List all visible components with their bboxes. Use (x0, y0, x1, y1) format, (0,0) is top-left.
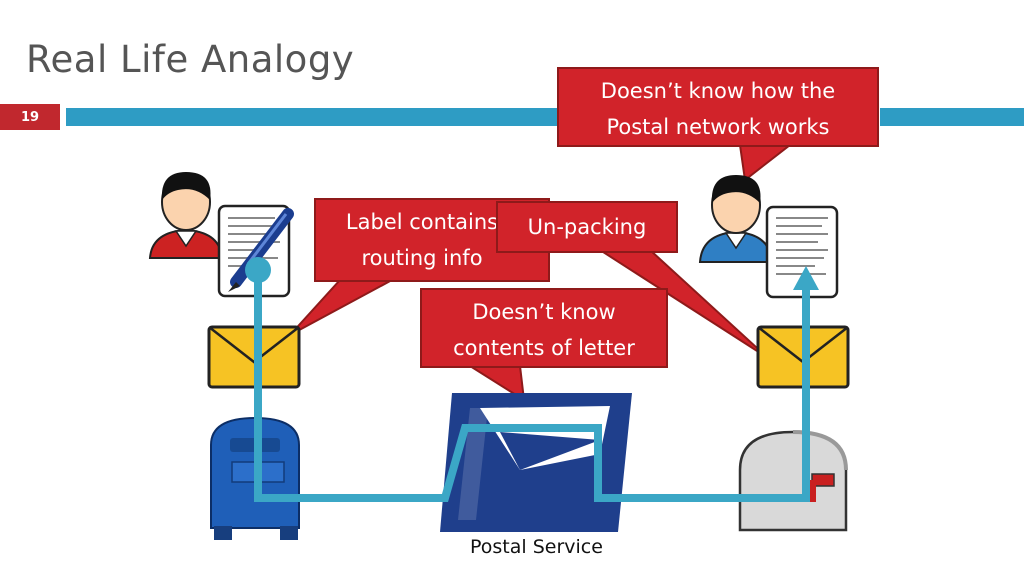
title-divider-bar-left (66, 108, 558, 126)
network-callout-line2: Postal network works (606, 115, 830, 139)
message-path-line (254, 270, 810, 502)
label-callout-tail (289, 279, 393, 336)
pen-icon (228, 208, 294, 292)
grey-mailbox-icon (738, 430, 848, 532)
label-callout-line1: Label contains (345, 210, 499, 234)
network-callout: Doesn’t know how the Postal network work… (557, 67, 879, 147)
slide-title: Real Life Analogy (26, 38, 355, 81)
contents-callout: Doesn’t know contents of letter (420, 288, 668, 368)
path-start-dot (245, 257, 271, 283)
contents-callout-line2: contents of letter (453, 336, 635, 360)
postal-service-caption: Postal Service (470, 536, 603, 558)
unpacking-callout: Un-packing (496, 201, 678, 253)
usps-logo (440, 393, 632, 532)
label-callout-line2: routing info (361, 246, 483, 270)
title-divider-bar-right (880, 108, 1024, 126)
receiver-letter-icon (765, 205, 839, 299)
contents-callout-line1: Doesn’t know (472, 300, 616, 324)
unpacking-callout-line1: Un-packing (527, 215, 647, 239)
sender-person-icon (148, 172, 224, 259)
slide-number: 19 (0, 104, 60, 130)
path-arrowhead (793, 266, 819, 290)
network-callout-line1: Doesn’t know how the (600, 79, 836, 103)
receiver-person-icon (698, 175, 774, 263)
network-callout-tail (738, 144, 793, 182)
